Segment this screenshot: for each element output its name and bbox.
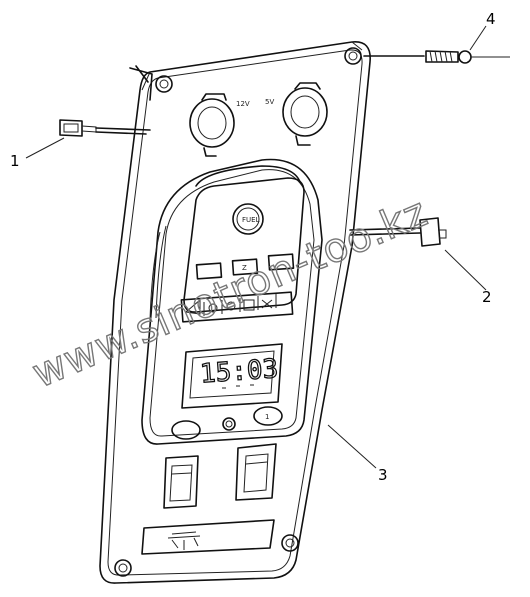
display-panel — [183, 177, 305, 313]
indicator-boxes: Z — [195, 253, 295, 280]
socket-label-left: 12V — [236, 100, 250, 108]
callout-4: 4 — [486, 10, 496, 28]
left-connector — [59, 119, 151, 137]
clock-reading: 15:03 — [199, 354, 279, 389]
lamp-label-plate — [141, 519, 275, 555]
socket-label-right: 5V — [265, 98, 274, 106]
indicator-z-label: Z — [242, 264, 247, 272]
fuel-gauge-label: FUEL — [242, 216, 260, 224]
corner-screws — [114, 47, 362, 577]
clock-display: 15:03 — [181, 343, 283, 409]
knob-label: 1 — [265, 413, 269, 421]
cluster-controls: 1 — [171, 406, 283, 440]
callout-3: 3 — [378, 466, 388, 484]
fuel-gauge: FUEL — [232, 203, 264, 235]
top-bracket — [129, 65, 153, 101]
screw-part — [363, 50, 510, 64]
leader-lines — [25, 25, 487, 469]
callout-1: 1 — [10, 152, 20, 170]
warning-lamp-row — [180, 291, 294, 323]
callout-2: 2 — [482, 288, 492, 306]
right-connector — [349, 217, 447, 247]
rocker-switches — [163, 443, 277, 509]
instrument-cluster — [141, 158, 323, 445]
power-sockets: 12V 5V — [189, 82, 328, 157]
callout-numbers: 1 2 3 4 — [10, 10, 496, 484]
